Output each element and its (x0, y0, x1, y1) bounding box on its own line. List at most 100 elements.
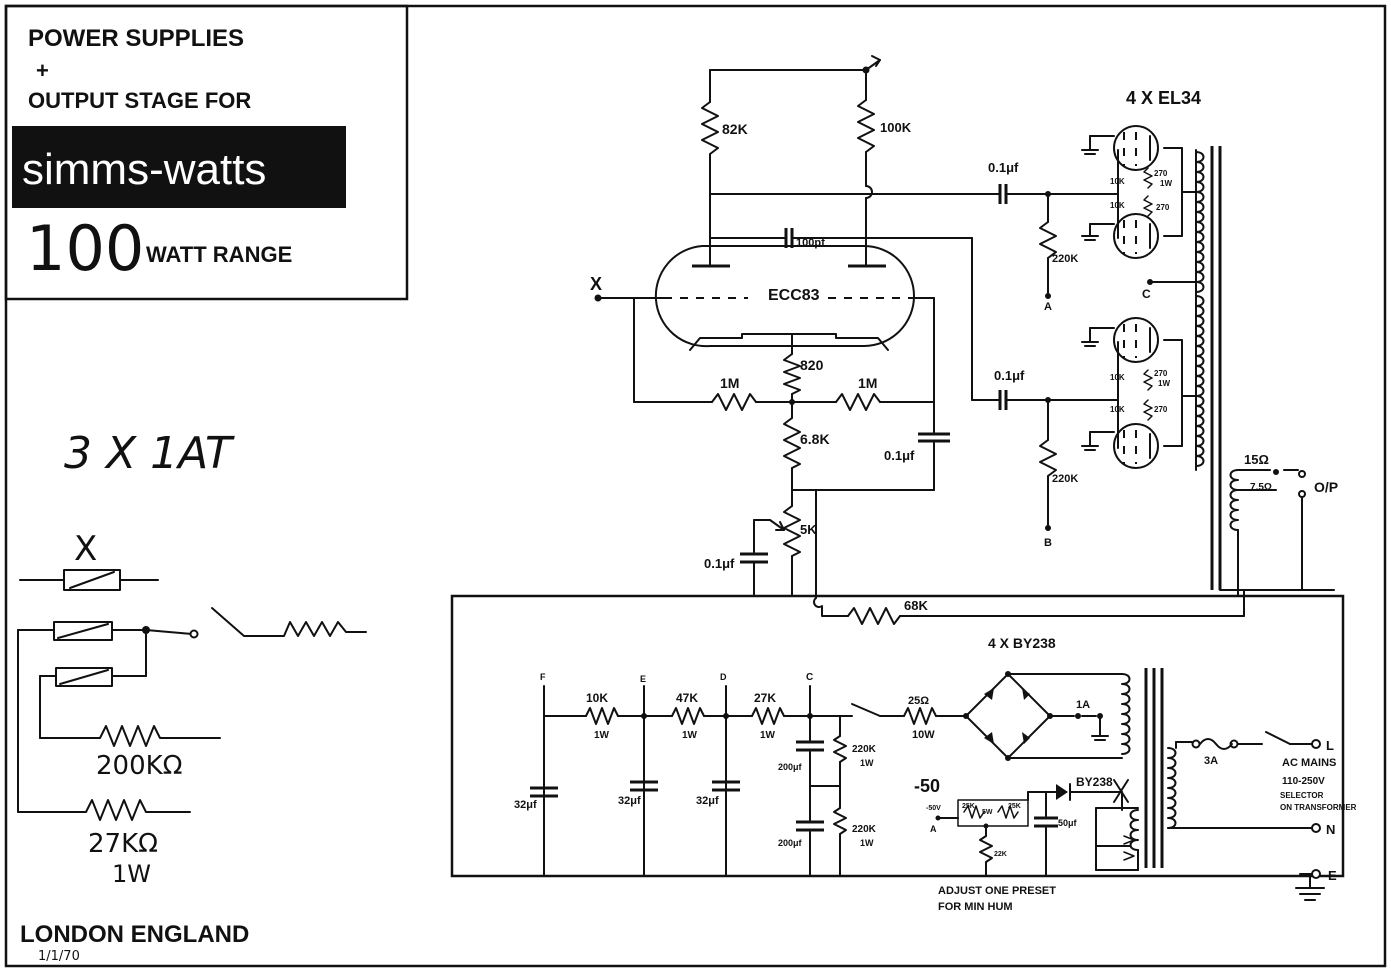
bias-cap-50: 50μf (1058, 818, 1078, 828)
tube-ecc83: ECC83 (768, 287, 820, 304)
bias-side-label: -50V (926, 805, 941, 812)
bias-diode: BY238 (1076, 775, 1113, 789)
supply-node-d: D (720, 672, 727, 682)
fuse-resistor-2: 27KΩ (88, 829, 158, 859)
phase-splitter: 82K 100K 100pf ECC83 X (590, 55, 1245, 625)
balance-220k-top: 220K (852, 744, 877, 755)
bias-node-a: A (930, 824, 937, 834)
surge-resistor-10w: 10W (912, 729, 935, 741)
capacitor-0-1-bottom: 0.1μf (704, 556, 735, 571)
balance-220k-bottom: 220K (852, 824, 877, 835)
range-number: 100 (26, 212, 144, 285)
screen-10k-1: 10K (1110, 177, 1125, 186)
mains-live: L (1326, 738, 1334, 753)
footer-location: LONDON ENGLAND (20, 921, 249, 948)
power-supply: F E D C 10K 1W 47K 1W 27K 1W 32μf 32μf 3 (514, 635, 1357, 901)
resistor-220k-bottom: 220K (1052, 473, 1078, 485)
node-b: B (1044, 537, 1052, 549)
bias-preset-right: 25K (1008, 803, 1021, 810)
resistor-6k8: 6.8K (800, 431, 830, 447)
bias-preset-25k: 25K (962, 803, 975, 810)
bridge-label: 4 X BY238 (988, 635, 1056, 651)
bridge-rectifier (964, 672, 1052, 760)
title-block: POWER SUPPLIES + OUTPUT STAGE FOR simms-… (4, 4, 409, 301)
capacitor-100pf: 100pf (796, 237, 825, 249)
tap-7-5-ohm: 7.5Ω (1250, 482, 1272, 493)
resistor-68k: 68K (904, 598, 928, 613)
adjust-note-line1: ADJUST ONE PRESET (938, 885, 1056, 897)
resistor-100k: 100K (880, 120, 912, 135)
filter-cap-32-e: 32μf (618, 795, 641, 807)
balance-1w-bottom: 1W (860, 838, 874, 848)
mains-fuse-3a: 3A (1204, 755, 1218, 767)
screen-10k-2: 10K (1110, 201, 1125, 210)
input-label: X (590, 274, 602, 294)
screen-270-1: 270 (1154, 169, 1168, 178)
fuse-count-label: 3 X 1AT (64, 428, 235, 479)
dropper-10k-power: 1W (594, 730, 610, 741)
fuse-x-mark: X (74, 529, 97, 569)
resistor-82k: 82K (722, 121, 748, 137)
fuse-note: 3 X 1AT X 200KΩ 27KΩ 1W (17, 428, 367, 888)
brand-logo: simms-watts (22, 145, 266, 194)
output-jack-label: O/P (1314, 479, 1338, 495)
footer-date: 1/1/70 (38, 949, 80, 964)
screen-1w-1: 1W (1160, 179, 1172, 188)
el34-2 (1113, 213, 1159, 259)
ht-fuse-1a: 1A (1076, 699, 1090, 711)
el34-4 (1113, 423, 1159, 469)
mains-selector-2: ON TRANSFORMER (1280, 803, 1357, 812)
dropper-27k-power: 1W (760, 730, 776, 741)
screen-10k-4: 10K (1110, 405, 1125, 414)
resistor-1m-left: 1M (720, 375, 739, 391)
output-stage: 4 X EL34 0.1μf 220K A 0.1μf 220K B (988, 88, 1338, 597)
title-line-1: POWER SUPPLIES (28, 25, 244, 52)
title-line-2: + (36, 58, 49, 83)
mains-selector-1: SELECTOR (1280, 791, 1324, 800)
dropper-47k-power: 1W (682, 730, 698, 741)
cap-bottom-0-1: 0.1μf (994, 368, 1025, 383)
mains-earth: E (1328, 868, 1337, 883)
pot-5k: 5K (800, 522, 817, 537)
dropper-10k: 10K (586, 691, 608, 705)
el34-3 (1113, 317, 1159, 363)
tap-15-ohm: 15Ω (1244, 452, 1269, 467)
resistor-1m-right: 1M (858, 375, 877, 391)
dropper-47k: 47K (676, 691, 698, 705)
node-c: C (1142, 287, 1151, 301)
dropper-27k: 27K (754, 691, 776, 705)
reservoir-200-bottom: 200μf (778, 838, 803, 848)
screen-270-3: 270 (1154, 369, 1168, 378)
screen-10k-3: 10K (1110, 373, 1125, 382)
surge-resistor-25: 25Ω (908, 695, 929, 707)
power-supply-box (450, 594, 1345, 878)
filter-cap-32-f: 32μf (514, 799, 537, 811)
sheet-border (4, 4, 1387, 968)
capacitor-0-1-right: 0.1μf (884, 448, 915, 463)
reservoir-200-top: 200μf (778, 762, 803, 772)
fuse-resistor-1: 200KΩ (96, 751, 183, 781)
mains-voltage: 110-250V (1282, 776, 1325, 787)
title-line-3: OUTPUT STAGE FOR (28, 88, 251, 113)
supply-node-e: E (640, 674, 646, 684)
range-text: WATT RANGE (146, 242, 292, 267)
filter-cap-32-d: 32μf (696, 795, 719, 807)
bias-preset-5w: 5W (982, 809, 993, 816)
resistor-220k-top: 220K (1052, 253, 1078, 265)
bias-22k: 22K (994, 851, 1007, 858)
brand-logo-bg (12, 126, 346, 208)
balance-1w-top: 1W (860, 758, 874, 768)
supply-node-c: C (806, 672, 813, 683)
screen-270-2: 270 (1156, 203, 1170, 212)
screen-270-4: 270 (1154, 405, 1168, 414)
mains-title: AC MAINS (1282, 757, 1336, 769)
screen-1w-3: 1W (1158, 379, 1170, 388)
bias-voltage: -50 (914, 776, 940, 796)
adjust-note-line2: FOR MIN HUM (938, 901, 1013, 913)
ecc83-envelope (654, 245, 915, 348)
resistor-820: 820 (800, 357, 824, 373)
supply-node-f: F (540, 672, 546, 682)
node-a-top: A (1044, 301, 1052, 313)
output-tubes-label: 4 X EL34 (1126, 88, 1201, 108)
